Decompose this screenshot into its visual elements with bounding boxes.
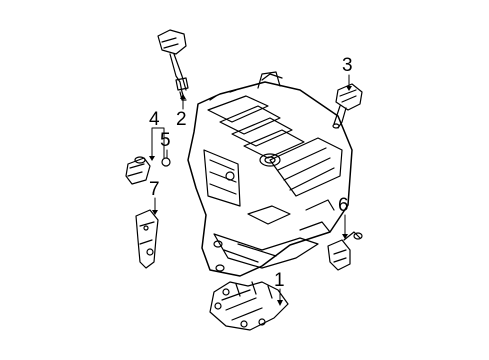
ignition-module	[209, 281, 289, 331]
callout-4: 4	[149, 109, 160, 130]
crank-sensor-bracket	[135, 209, 159, 269]
ignition-coil-right	[332, 83, 363, 129]
engine-assembly	[187, 71, 353, 277]
knock-sensor	[327, 231, 363, 271]
callout-6: 6	[338, 195, 349, 216]
callout-7: 7	[149, 179, 160, 200]
callout-2: 2	[176, 109, 187, 130]
callout-3: 3	[342, 55, 353, 76]
leader-lines	[151, 74, 350, 303]
ignition-coil-upper	[157, 29, 189, 101]
callout-5: 5	[160, 130, 171, 151]
leader-arrowheads	[149, 86, 352, 306]
callout-1: 1	[274, 270, 285, 291]
cam-position-sensor	[125, 156, 171, 185]
